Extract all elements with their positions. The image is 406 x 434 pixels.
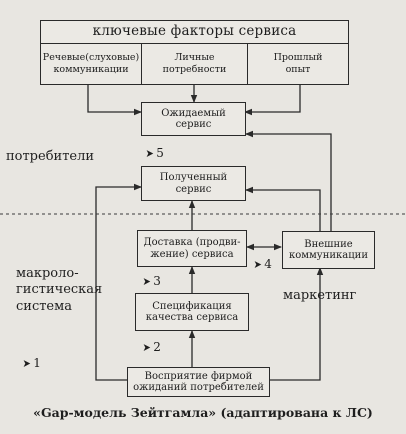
gap-marker-4: ➤ 4 [253,257,272,271]
gap-marker-5: ➤ 5 [145,146,164,160]
node-expected-service: Ожидаемый сервис [141,102,246,136]
key-factors-title: ключевые факторы сервиса [41,21,348,44]
arrow-perception-to-received [95,183,142,381]
chevron-right-icon: ➤ [145,146,154,160]
node-received-service: Полученный сервис [141,166,246,201]
gap-marker-2: ➤ 2 [142,340,161,354]
chevron-right-icon: ➤ [22,356,31,370]
chevron-right-icon: ➤ [253,257,262,271]
label-macrosystem: макроло- гистическая система [16,266,103,314]
node-perception: Восприятие фирмой ожиданий потребителей [127,367,270,397]
label-marketing: маркетинг [283,288,357,303]
arrow-external-to-expected [245,130,332,232]
gap-marker-3: ➤ 3 [142,274,161,288]
node-external-communications: Внешние коммуникации [282,231,375,269]
key-factors-header: ключевые факторы сервиса Речевые(слуховы… [40,20,349,85]
gap-marker-1: ➤ 1 [22,356,41,370]
arrow-external-to-received [245,186,321,232]
factor-speech: Речевые(слуховые) коммуникации [41,43,142,84]
factor-needs: Личные потребности [142,43,248,84]
chevron-right-icon: ➤ [142,274,151,288]
arrow-experience-to-expected [244,84,301,116]
node-delivery: Доставка (продви- жение) сервиса [137,230,247,267]
arrow-perception-to-external [270,267,324,381]
node-specification: Спецификация качества сервиса [135,293,249,331]
label-consumers: потребители [6,149,94,164]
figure-caption: «Gap-модель Зейтгамла» (адаптирована к Л… [33,405,373,420]
factor-experience: Прошлый опыт [273,52,323,75]
arrow-speech-to-expected [87,84,142,116]
chevron-right-icon: ➤ [142,340,151,354]
